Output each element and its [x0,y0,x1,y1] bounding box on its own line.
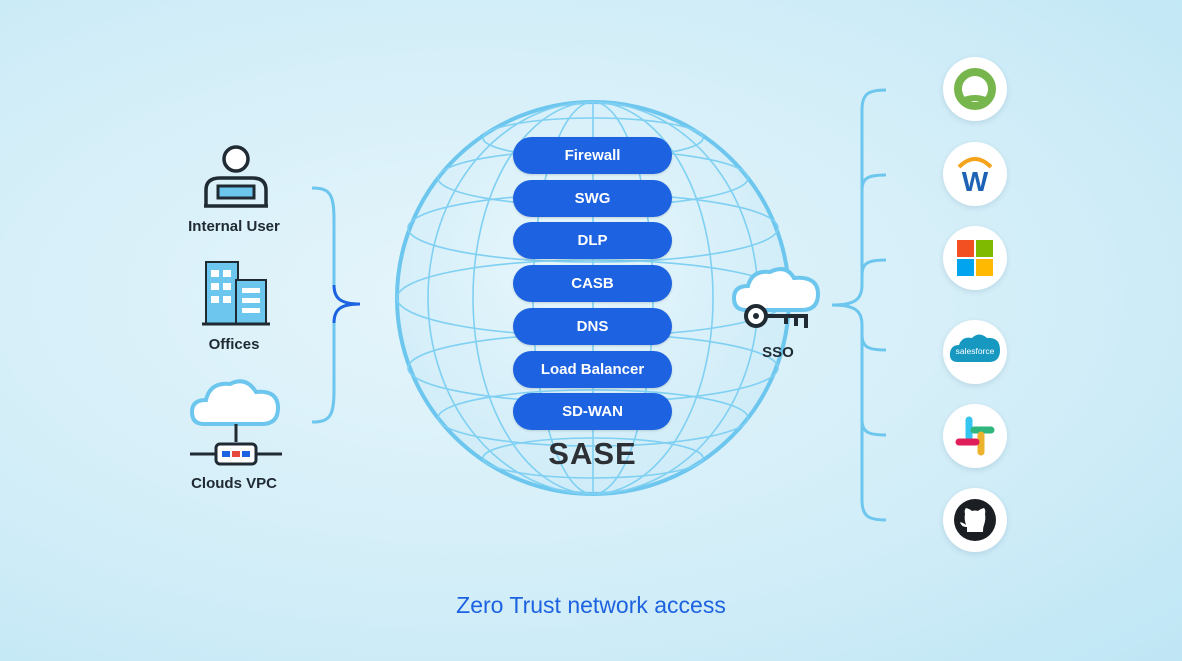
github-icon [954,499,996,541]
slack-icon [955,416,995,456]
workday-icon: W [957,157,993,197]
left-bracket [311,186,361,424]
service-dns: DNS [513,308,672,345]
sase-label: SASE [548,436,637,471]
app-microsoft[interactable] [943,226,1007,290]
service-load-balancer: Load Balancer [513,351,672,388]
service-firewall: Firewall [513,137,672,174]
app-salesforce[interactable]: salesforce [943,320,1007,384]
app-workday[interactable]: W [943,142,1007,206]
diagram-title: Zero Trust network access [456,592,726,618]
source-label-offices: Offices [208,336,260,353]
svg-text:W: W [962,166,989,197]
cloud-vpc-icon [189,379,282,466]
salesforce-icon: salesforce [949,334,1000,362]
okta-icon [954,68,996,110]
service-swg: SWG [513,180,672,217]
service-dlp: DLP [513,222,672,259]
sso-cloud-key-icon [731,267,821,328]
svg-text:salesforce: salesforce [956,346,995,356]
right-bracket [831,88,887,522]
source-label-clouds-vpc: Clouds VPC [191,475,277,492]
source-label-internal-user: Internal User [188,218,280,235]
service-sd-wan: SD-WAN [513,393,672,430]
user-icon [204,145,268,208]
app-slack[interactable] [943,404,1007,468]
microsoft-icon [957,240,993,276]
app-okta[interactable] [943,57,1007,121]
office-building-icon [202,261,270,326]
service-casb: CASB [513,265,672,302]
sso-label: SSO [762,344,794,361]
app-github[interactable] [943,488,1007,552]
